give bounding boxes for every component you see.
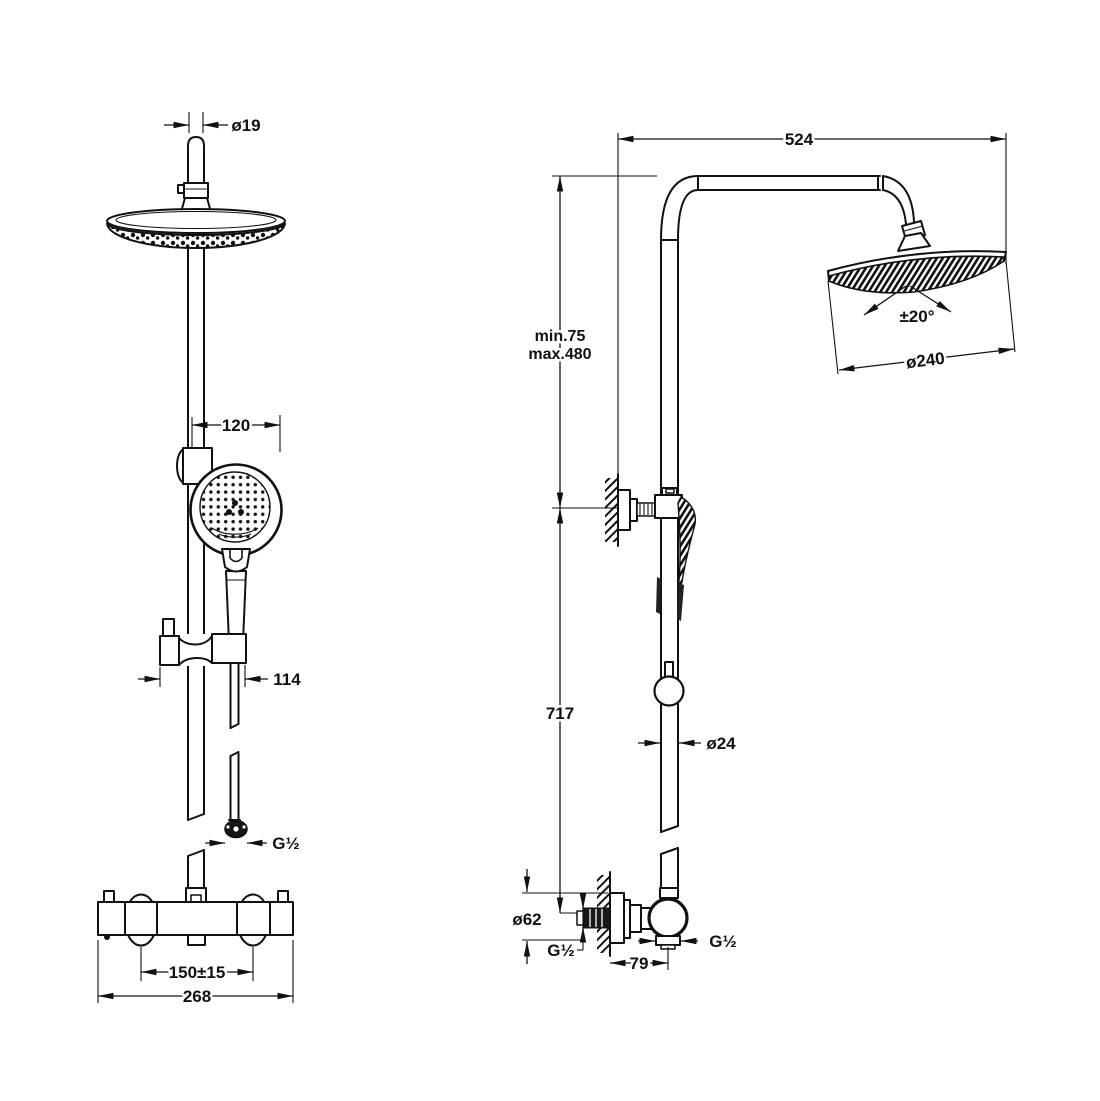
front-view: ø19 120 bbox=[97, 112, 304, 1009]
dim-hose-thread: G½ bbox=[205, 832, 302, 856]
hand-shower-face-front bbox=[199, 471, 271, 543]
wall-bracket-side bbox=[617, 487, 683, 531]
overhead-shower-side bbox=[827, 250, 1007, 294]
dim-label-height-max: max.480 bbox=[528, 346, 591, 363]
dim-label-wall-offset: 79 bbox=[630, 954, 649, 973]
overhead-shower-front bbox=[106, 208, 286, 249]
dim-label-valve-width: 268 bbox=[183, 987, 211, 1006]
hand-shower-profile-side bbox=[677, 496, 697, 586]
side-view: ±20° ø240 524 min.75 max.480 717 bbox=[510, 128, 1016, 976]
dim-label-handshower-dia: 120 bbox=[222, 416, 250, 435]
dim-rail-pipe-dia: ø24 bbox=[638, 732, 739, 756]
dim-valve-width: 268 bbox=[97, 940, 294, 1009]
shower-rail-side bbox=[660, 239, 679, 889]
dim-height-adjust: min.75 max.480 bbox=[526, 175, 657, 509]
bracket-flange-side bbox=[617, 489, 631, 531]
dim-label-height-min: min.75 bbox=[535, 328, 586, 345]
dim-label-hose-thread: G½ bbox=[272, 834, 299, 853]
dim-escutcheon-dia: ø62 bbox=[510, 869, 608, 964]
dim-label-wall-thread: G½ bbox=[547, 941, 574, 960]
dim-head-pipe-dia: ø19 bbox=[164, 112, 263, 138]
hand-shower-handle-front bbox=[225, 570, 247, 643]
valve-body-side bbox=[647, 897, 689, 939]
dim-slider-width: 114 bbox=[138, 665, 304, 692]
dim-label-head-tilt: ±20° bbox=[899, 307, 934, 326]
slider-knob-side bbox=[653, 661, 685, 707]
valve-outlet-side bbox=[655, 935, 681, 946]
clamp-lock-knob-front bbox=[162, 618, 175, 637]
head-cone-mount-side bbox=[897, 232, 931, 252]
hand-shower-hook-front bbox=[221, 548, 251, 573]
dim-wall-offset: 79 bbox=[610, 947, 669, 976]
shower-hose-front bbox=[224, 662, 248, 839]
dim-label-head-pipe-dia: ø19 bbox=[231, 116, 260, 135]
dim-label-slider-width: 114 bbox=[273, 670, 301, 689]
dim-valve-centers: 150±15 bbox=[140, 947, 254, 985]
shower-arm-side bbox=[660, 175, 931, 252]
mixer-valve-front bbox=[97, 890, 294, 947]
valve-body-front bbox=[97, 901, 294, 936]
dim-label-escutcheon-dia: ø62 bbox=[512, 910, 541, 929]
dim-label-arm-reach: 524 bbox=[785, 130, 814, 149]
hand-shower-side bbox=[656, 496, 697, 621]
valve-outlet-front bbox=[187, 934, 206, 946]
dim-label-rail-pipe-dia: ø24 bbox=[706, 734, 736, 753]
mixer-valve-side bbox=[576, 887, 689, 950]
dim-outlet-thread: G½ bbox=[638, 930, 739, 954]
dim-label-rail-height: 717 bbox=[546, 704, 574, 723]
dim-handshower-dia: 120 bbox=[191, 414, 281, 452]
dim-head-tilt: ±20° bbox=[863, 285, 952, 329]
dim-label-outlet-thread: G½ bbox=[709, 932, 736, 951]
dim-label-valve-centers: 150±15 bbox=[169, 963, 226, 982]
wall-thread-nipple-side bbox=[583, 907, 613, 929]
wall-hatch-upper bbox=[605, 478, 618, 542]
slider-clamp-front bbox=[159, 618, 247, 666]
valve-escutcheon-side bbox=[609, 892, 625, 944]
hand-shower-front bbox=[176, 447, 283, 643]
dim-arm-reach: 524 bbox=[618, 128, 1007, 264]
dim-wall-thread: G½ bbox=[545, 893, 587, 963]
